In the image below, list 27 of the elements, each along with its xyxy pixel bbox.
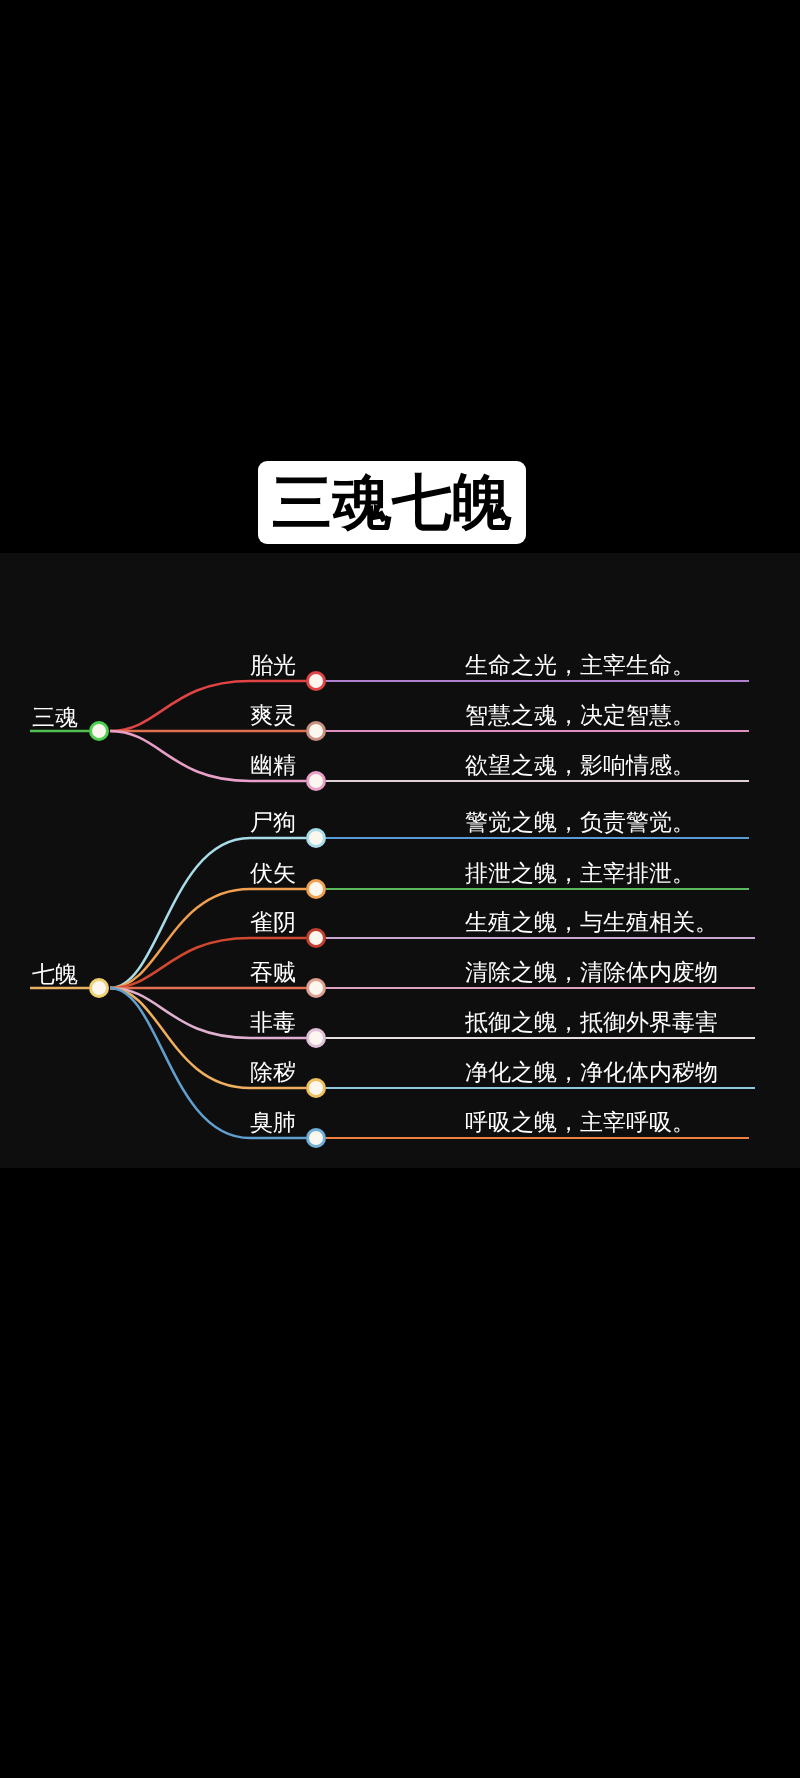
node-label: 伏矢 [250, 860, 296, 886]
node-label: 幽精 [250, 752, 296, 778]
node-label: 吞贼 [250, 959, 296, 985]
description-text: 警觉之魄，负责警觉。 [465, 809, 695, 835]
description-text: 呼吸之魄，主宰呼吸。 [465, 1109, 695, 1135]
node-label: 尸狗 [250, 809, 296, 835]
node-label: 除秽 [250, 1059, 296, 1085]
node-label: 雀阴 [250, 909, 296, 935]
description-text: 欲望之魂，影响情感。 [465, 752, 695, 778]
branch-curve [109, 887, 251, 990]
node-label: 七魄 [32, 961, 78, 987]
branch-curve [109, 986, 251, 1140]
node-label: 爽灵 [250, 702, 296, 728]
description-text: 排泄之魄，主宰排泄。 [465, 860, 695, 886]
title-text: 三魂七魄 [258, 461, 526, 544]
branch-curve [109, 729, 251, 783]
description-text: 智慧之魂，决定智慧。 [465, 702, 695, 728]
node-label: 臭肺 [250, 1109, 296, 1135]
description-text: 抵御之魄，抵御外界毒害 [465, 1009, 718, 1035]
node-label: 三魂 [32, 704, 78, 730]
node-label: 非毒 [250, 1009, 296, 1035]
description-text: 生命之光，主宰生命。 [465, 652, 695, 678]
description-text: 生殖之魄，与生殖相关。 [465, 909, 718, 935]
node-label: 胎光 [250, 652, 296, 678]
description-text: 清除之魄，清除体内废物 [465, 959, 718, 985]
branch-curve [109, 986, 251, 1090]
description-text: 净化之魄，净化体内秽物 [465, 1059, 718, 1085]
